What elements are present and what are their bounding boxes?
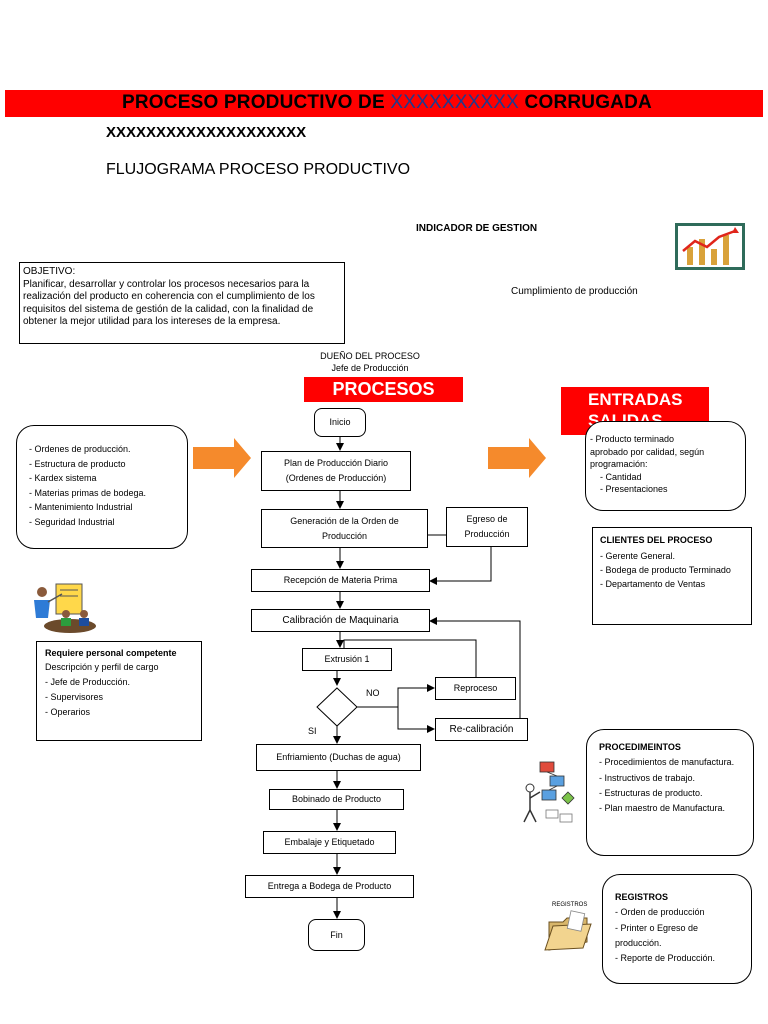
- indicador-label: Cumplimiento de producción: [511, 286, 638, 297]
- flow-calibracion: Calibración de Maquinaria: [251, 609, 430, 632]
- registros-heading: REGISTROS: [615, 892, 669, 902]
- requiere-box: Requiere personal competente Descripción…: [36, 641, 202, 741]
- flow-plan: Plan de Producción Diario (Ordenes de Pr…: [261, 451, 411, 491]
- flow-reproceso: Reproceso: [435, 677, 516, 700]
- flow-extrusion: Extrusión 1: [302, 648, 392, 671]
- input-item: - Materias primas de bodega.: [29, 487, 147, 498]
- registro-item: - Printer o Egreso de producción.: [615, 922, 699, 948]
- inputs-box: - Ordenes de producción. - Estructura de…: [16, 425, 188, 549]
- flow-fin: Fin: [308, 919, 365, 951]
- input-item: - Mantenimiento Industrial: [29, 502, 133, 512]
- decision-diamond: [316, 687, 358, 727]
- output-line: aprobado por calidad, según: [590, 446, 705, 457]
- flowchart-icon: [523, 761, 575, 823]
- outputs-box: - Producto terminado aprobado por calida…: [585, 421, 746, 511]
- flow-embalaje: Embalaje y Etiquetado: [263, 831, 396, 854]
- input-arrow: [193, 438, 251, 478]
- procesos-label: PROCESOS: [304, 377, 463, 402]
- clientes-box: CLIENTES DEL PROCESO - Gerente General. …: [592, 527, 752, 625]
- output-line: programación:: [590, 459, 648, 469]
- flow-egreso: Egreso de Producción: [446, 507, 528, 547]
- registro-item: - Reporte de Producción.: [615, 953, 716, 964]
- page-title: PROCESO PRODUCTIVO DE XXXXXXXXXX CORRUGA…: [122, 92, 652, 113]
- procedimientos-box: PROCEDIMEINTOS - Procedimientos de manuf…: [586, 729, 754, 856]
- input-item: - Kardex sistema: [29, 473, 97, 483]
- requiere-item: - Operarios: [45, 707, 91, 717]
- output-subitem: - Presentaciones: [600, 484, 668, 494]
- title-mask: XXXXXXXXXX: [390, 92, 520, 113]
- procedimiento-item: - Procedimientos de manufactura.: [599, 757, 735, 768]
- flow-inicio: Inicio: [314, 408, 366, 437]
- objetivo-box: OBJETIVO: Planificar, desarrollar y cont…: [19, 262, 345, 344]
- flow-generacion: Generación de la Orden de Producción: [261, 509, 428, 548]
- chart-icon: [675, 223, 745, 270]
- registro-item: - Orden de producción: [615, 907, 705, 918]
- meeting-icon: [34, 583, 96, 633]
- output-subitem: - Cantidad: [600, 471, 642, 482]
- flow-bobinado: Bobinado de Producto: [269, 789, 404, 810]
- procedimientos-heading: PROCEDIMEINTOS: [599, 742, 681, 752]
- cliente-item: - Bodega de producto Terminado: [600, 565, 731, 575]
- procedimiento-item: - Estructuras de producto.: [599, 787, 703, 798]
- input-item: - Seguridad Industrial: [29, 516, 115, 527]
- flow-recalibracion: Re-calibración: [435, 718, 528, 741]
- requiere-heading: Requiere personal competente: [45, 648, 177, 658]
- cliente-item: - Departamento de Ventas: [600, 579, 706, 589]
- registros-icon-label: REGISTROS: [552, 902, 588, 908]
- folder-icon: [544, 910, 592, 951]
- dueno-heading: DUEÑO DEL PROCESO: [320, 351, 420, 361]
- indicador-title: INDICADOR DE GESTION: [416, 223, 538, 234]
- dueno-name: Jefe de Producción: [331, 363, 409, 373]
- company-placeholder: XXXXXXXXXXXXXXXXXXXX: [106, 124, 307, 141]
- requiere-item: - Jefe de Producción.: [45, 677, 131, 687]
- output-arrow: [488, 438, 546, 478]
- cliente-item: - Gerente General.: [600, 550, 676, 561]
- flow-entrega: Entrega a Bodega de Producto: [245, 875, 414, 898]
- procedimiento-item: - Instructivos de trabajo.: [599, 772, 696, 783]
- flujograma-title: FLUJOGRAMA PROCESO PRODUCTIVO: [106, 161, 411, 178]
- requiere-sub: Descripción y perfil de cargo: [45, 662, 159, 672]
- flow-enfriamiento: Enfriamiento (Duchas de agua): [256, 744, 421, 771]
- clientes-heading: CLIENTES DEL PROCESO: [600, 535, 713, 545]
- requiere-item: - Supervisores: [45, 692, 104, 702]
- registros-box: REGISTROS - Orden de producción - Printe…: [602, 874, 752, 984]
- input-item: - Estructura de producto: [29, 458, 126, 469]
- input-item: - Ordenes de producción.: [29, 444, 131, 454]
- objetivo-heading: OBJETIVO:: [23, 266, 76, 277]
- procedimiento-item: - Plan maestro de Manufactura.: [599, 803, 726, 814]
- objetivo-text: Planificar, desarrollar y controlar los …: [23, 278, 315, 328]
- flow-recepcion: Recepción de Materia Prima: [251, 569, 430, 592]
- decision-no-label: NO: [366, 688, 380, 698]
- dueno-del-proceso: DUEÑO DEL PROCESO Jefe de Producción: [300, 350, 440, 374]
- title-banner: [5, 90, 763, 117]
- decision-si-label: SI: [308, 726, 317, 736]
- output-line: - Producto terminado: [590, 434, 675, 444]
